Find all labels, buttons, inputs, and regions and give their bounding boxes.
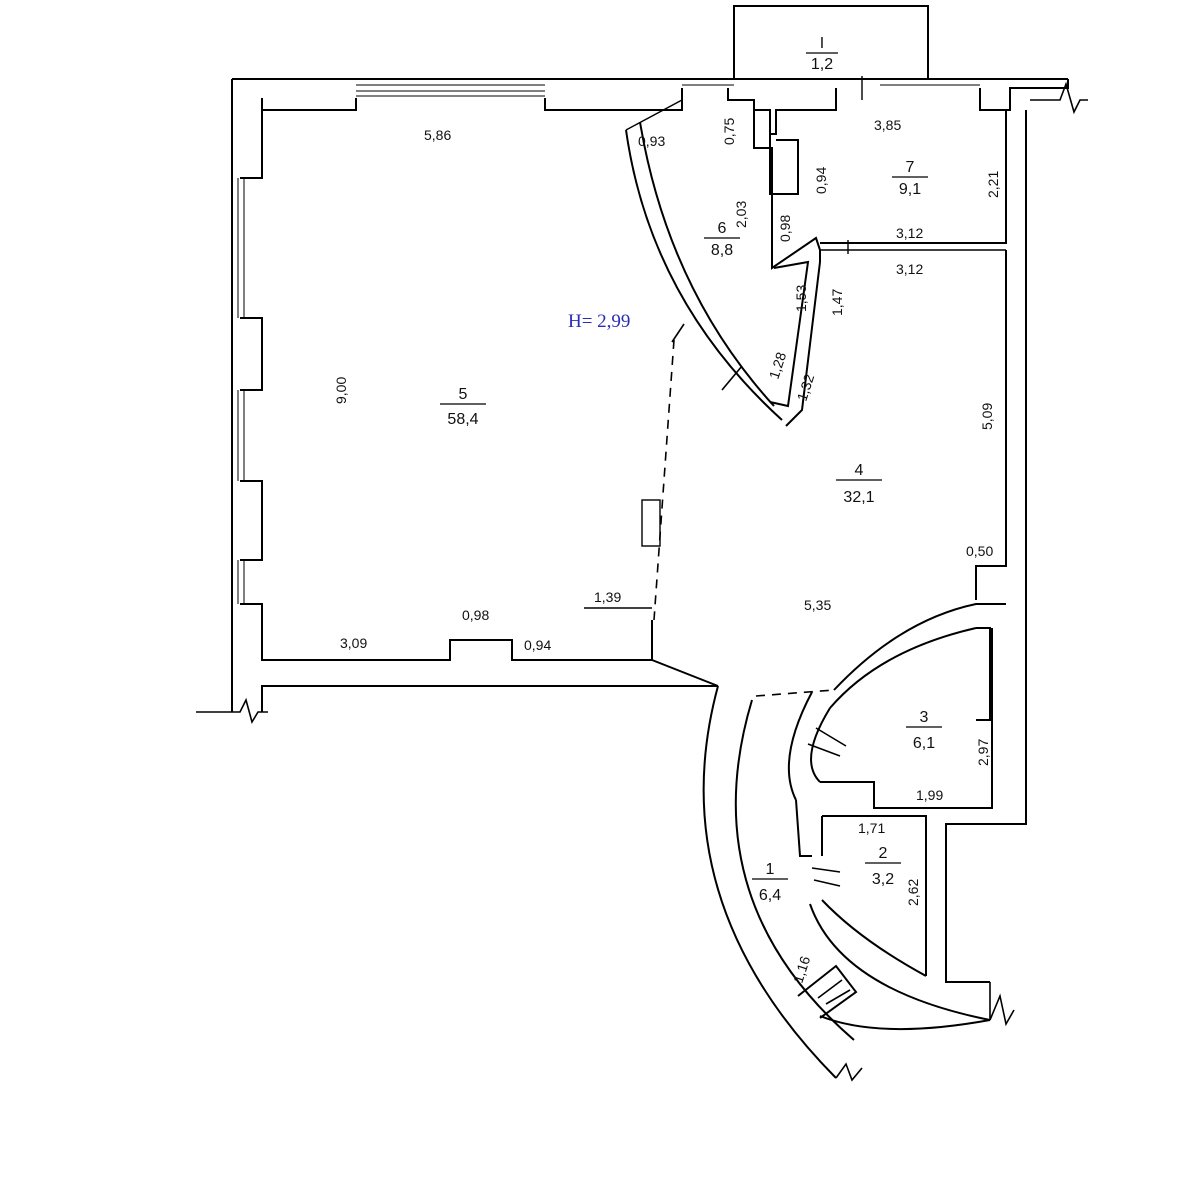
room-number: 7 bbox=[906, 159, 915, 176]
room-area: 8,8 bbox=[711, 242, 733, 259]
dimension-label: 1,16 bbox=[790, 954, 814, 985]
ceiling-height-label: H= 2,99 bbox=[568, 311, 630, 332]
room-label-7: 7 9,1 bbox=[892, 159, 928, 198]
dimension-label: 0,94 bbox=[813, 167, 829, 194]
dimension-label: 2,21 bbox=[985, 171, 1001, 198]
room-label-I: I 1,2 bbox=[806, 35, 838, 73]
dimension-label: 1,32 bbox=[794, 372, 818, 403]
dimension-label: 3,09 bbox=[340, 635, 367, 651]
dimension-label: 0,98 bbox=[462, 607, 489, 623]
dimension-label: 2,62 bbox=[905, 879, 921, 906]
room-number: 6 bbox=[718, 220, 727, 237]
room-label-3: 3 6,1 bbox=[906, 709, 942, 752]
dimension-label: 0,98 bbox=[777, 215, 793, 242]
interior-walls bbox=[584, 88, 1015, 1082]
dimension-label: 0,94 bbox=[524, 637, 551, 653]
room-number: I bbox=[820, 35, 824, 52]
dimension-labels: 5,86 0,93 0,75 3,85 0,94 2,21 2,03 0,98 … bbox=[333, 117, 1001, 985]
room-label-4: 4 32,1 bbox=[836, 462, 882, 506]
room-number: 4 bbox=[855, 462, 864, 479]
dimension-label: 3,12 bbox=[896, 261, 923, 277]
exterior-walls bbox=[196, 76, 1088, 983]
dimension-label: 0,75 bbox=[721, 118, 737, 145]
dimension-label: 9,00 bbox=[333, 377, 349, 404]
dimension-label: 1,47 bbox=[829, 289, 845, 316]
balcony-I bbox=[733, 5, 929, 80]
room-label-1: 1 6,4 bbox=[752, 861, 788, 904]
dimension-label: 1,99 bbox=[916, 787, 943, 803]
room-label-6: 6 8,8 bbox=[704, 220, 740, 259]
dimension-label: 1,28 bbox=[766, 350, 790, 381]
room-area: 9,1 bbox=[899, 181, 921, 198]
dimension-label: 2,03 bbox=[733, 201, 749, 228]
room-number: 1 bbox=[766, 861, 775, 878]
dimension-label: 0,50 bbox=[966, 543, 993, 559]
dimension-label: 0,93 bbox=[638, 133, 665, 149]
dimension-label: 3,12 bbox=[896, 225, 923, 241]
dimension-label: 5,35 bbox=[804, 597, 831, 613]
room-area: 6,1 bbox=[913, 735, 935, 752]
dimension-label: 5,09 bbox=[979, 403, 995, 430]
dimension-label: 1,53 bbox=[793, 285, 809, 312]
room-area: 3,2 bbox=[872, 871, 894, 888]
room-label-5: 5 58,4 bbox=[440, 386, 486, 428]
dimension-label: 3,85 bbox=[874, 117, 901, 133]
dimension-label: 1,39 bbox=[594, 589, 621, 605]
dimension-label: 1,71 bbox=[858, 820, 885, 836]
dimension-label: 2,97 bbox=[975, 739, 991, 766]
room-number: 2 bbox=[879, 845, 888, 862]
dimension-label: 5,86 bbox=[424, 127, 451, 143]
room-number: 5 bbox=[459, 386, 468, 403]
room-area: 32,1 bbox=[843, 489, 874, 506]
room-label-2: 2 3,2 bbox=[865, 845, 901, 888]
room-area: 1,2 bbox=[811, 56, 833, 73]
room-area: 6,4 bbox=[759, 887, 781, 904]
room-area: 58,4 bbox=[447, 411, 478, 428]
room-number: 3 bbox=[920, 709, 929, 726]
